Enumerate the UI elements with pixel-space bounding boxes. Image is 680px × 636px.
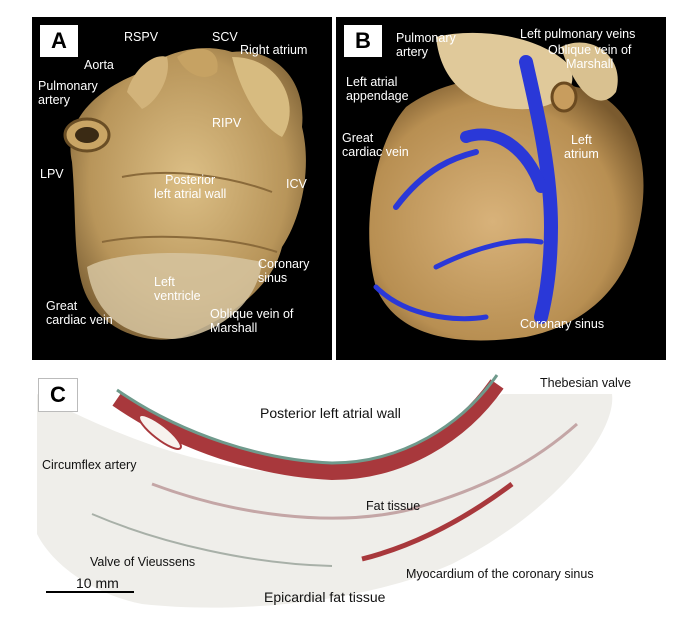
label-left-atrial-appendage: Left atrial appendage [346,75,409,103]
label-fat-tissue: Fat tissue [366,499,421,513]
panel-b-heart-illustration [369,32,644,341]
label-epicardial-fat-tissue: Epicardial fat tissue [264,589,386,605]
label-circumflex-artery: Circumflex artery [42,458,137,472]
panel-c-histology-illustration [37,374,613,608]
label-pulmonary-artery: Pulmonary artery [38,79,98,107]
label-ripv: RIPV [212,116,242,130]
label-posterior-left-atrial-wall-c: Posterior left atrial wall [260,405,401,421]
label-myocardium-of-coronary-sinus: Myocardium of the coronary sinus [406,567,594,581]
label-left-pulmonary-veins: Left pulmonary veins [520,27,636,41]
label-lpv: LPV [40,167,64,181]
label-icv: ICV [286,177,307,191]
label-thebesian-valve: Thebesian valve [540,376,632,390]
label-left-atrium: Left atrium [564,133,599,161]
label-aorta: Aorta [84,58,114,72]
label-left-ventricle: Left ventricle [154,275,201,303]
panel-c-histology: C Thebesian valve Posterior left atrial … [32,364,666,634]
label-rspv: RSPV [124,30,159,44]
panel-b-letter: B [344,25,382,57]
label-great-cardiac-vein-b: Great cardiac vein [342,131,409,159]
label-right-atrium: Right atrium [240,43,308,57]
label-scv: SCV [212,30,238,44]
label-pulmonary-artery-b: Pulmonary artery [396,31,456,59]
label-valve-of-vieussens: Valve of Vieussens [90,555,196,569]
panel-a-letter: A [40,25,78,57]
scale-bar-label: 10 mm [76,575,119,591]
label-posterior-left-atrial-wall: Posterior left atrial wall [154,173,227,201]
label-oblique-vein-of-marshall: Oblique vein of Marshall [210,307,294,335]
panel-c-letter: C [38,378,78,412]
panel-a-heart-illustration [63,48,306,340]
panel-b-heart-photo: B Pulmonary artery Left pulmonary veins … [336,17,666,360]
label-oblique-vein-of-marshall-b: Oblique vein of Marshall [548,43,632,71]
label-coronary-sinus: Coronary sinus [258,257,310,285]
label-coronary-sinus-b: Coronary sinus [520,317,605,331]
label-great-cardiac-vein: Great cardiac vein [46,299,113,327]
panel-a-heart-photo: A RSPV SCV Right atrium Aorta Pulmonary … [32,17,332,360]
